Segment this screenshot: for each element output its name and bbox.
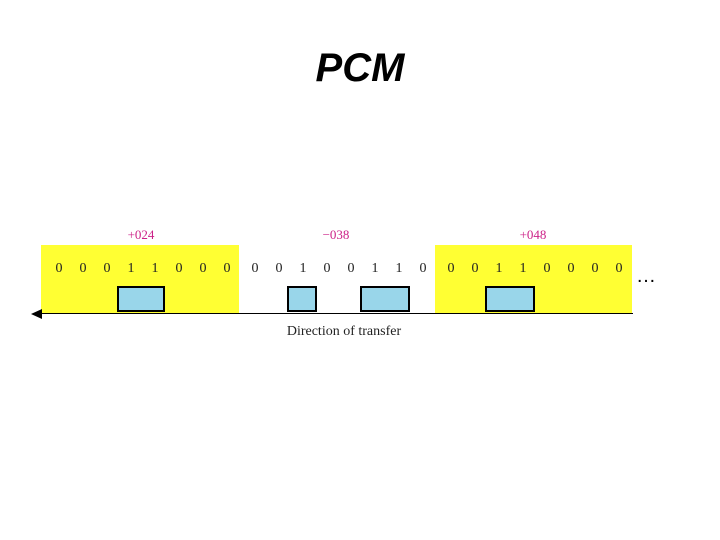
bit: 0 (591, 261, 599, 276)
bit: 0 (347, 261, 355, 276)
arrow-left-icon (31, 309, 42, 319)
bit: 0 (275, 261, 283, 276)
bit: 1 (395, 261, 403, 276)
bit: 0 (471, 261, 479, 276)
bit: 0 (567, 261, 575, 276)
pulse (287, 286, 317, 312)
bit: 0 (251, 261, 259, 276)
bit: 0 (323, 261, 331, 276)
pulse (360, 286, 410, 312)
bit: 0 (419, 261, 427, 276)
bit: 0 (55, 261, 63, 276)
bit: 1 (127, 261, 135, 276)
sample-1-label: +024 (127, 227, 155, 242)
bit: 1 (371, 261, 379, 276)
sample-2-label: −038 (322, 227, 350, 242)
direction-caption: Direction of transfer (286, 324, 402, 339)
bit: 0 (543, 261, 551, 276)
pulse (485, 286, 535, 312)
continuation-ellipsis: … (636, 265, 657, 287)
bit: 1 (495, 261, 503, 276)
bit: 0 (615, 261, 623, 276)
bit: 0 (223, 261, 231, 276)
pulse (117, 286, 165, 312)
bit: 1 (299, 261, 307, 276)
bit: 0 (175, 261, 183, 276)
sample-3-label: +048 (519, 227, 547, 242)
bit: 1 (519, 261, 527, 276)
signal-baseline (41, 313, 633, 314)
bit: 0 (103, 261, 111, 276)
bit: 1 (151, 261, 159, 276)
bit: 0 (79, 261, 87, 276)
page-title: PCM (315, 46, 405, 90)
bit: 0 (199, 261, 207, 276)
bit: 0 (447, 261, 455, 276)
